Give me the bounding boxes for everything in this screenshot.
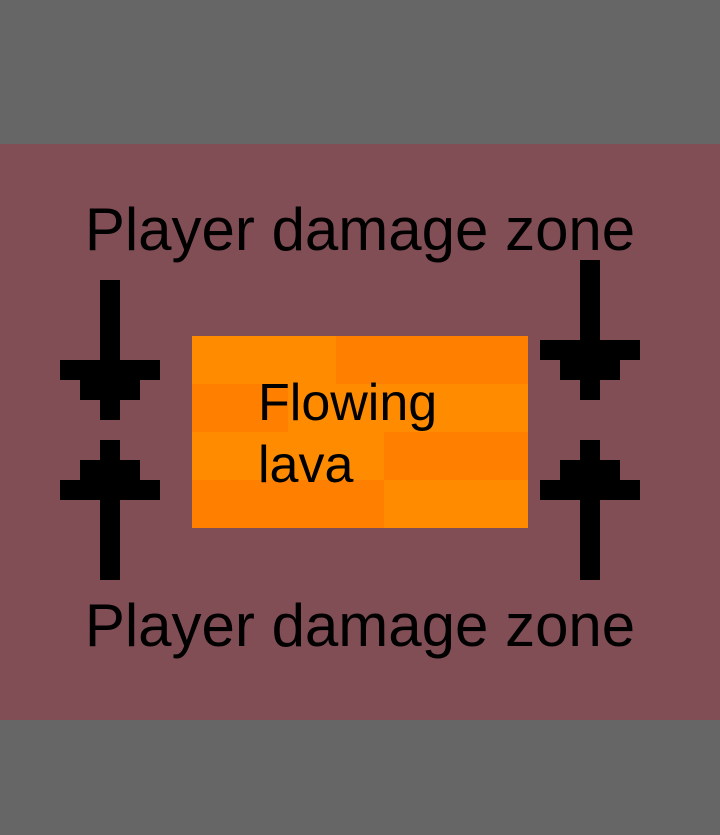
lava-label: Flowing lava (258, 372, 437, 496)
flowing-lava-block: Flowing lava (192, 336, 528, 528)
lava-label-line1: Flowing (258, 374, 438, 432)
lava-label-line2: lava (258, 436, 354, 494)
top-zone-label: Player damage zone (84, 196, 636, 263)
bottom-zone-label: Player damage zone (84, 592, 636, 659)
player-damage-zone: Player damage zone Player damage zone (0, 144, 720, 720)
